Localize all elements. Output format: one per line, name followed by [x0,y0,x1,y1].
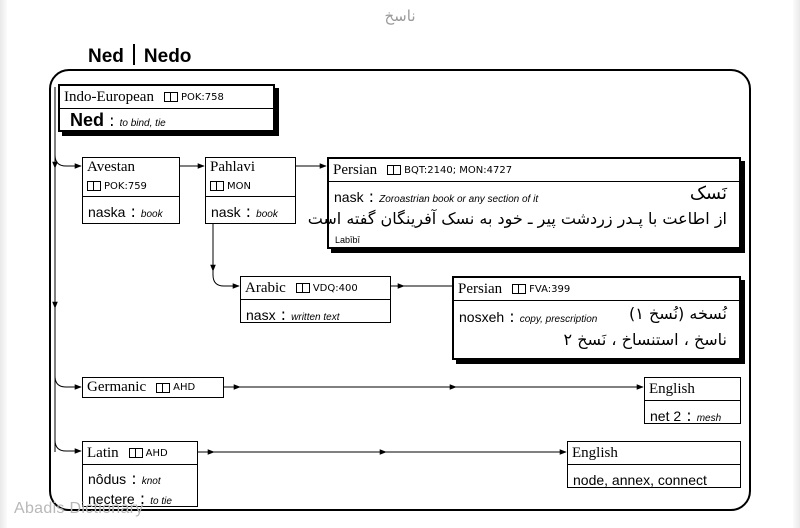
source-ref: POK:759 [104,180,147,192]
word-entry-1: nôdus [88,471,127,487]
box-body-line-1: nôdus : knot [88,469,161,488]
box-pahlavi: Pahlavi MON nask : book [205,157,296,224]
book-icon [163,92,178,102]
box-persian-1: Persian BQT:2140; MON:4727 nask : Zoroast… [308,157,741,249]
box-avestan: Avestan POK:759 naska : book [82,157,180,224]
source-row: POK:759 [83,176,179,197]
language-label: English [572,444,618,461]
box-latin: Latin AHD nôdus : knot nectere : to tie [82,441,198,508]
arrow-pahlavi-arabic [212,224,240,289]
diagram-frame [49,69,751,511]
book-icon [387,165,402,175]
word-entry: node, annex, connect [573,472,707,488]
language-label: Arabic [245,279,286,296]
root-title: Ned Nedo [88,44,191,68]
language-label: English [649,380,695,397]
persian-word: نَسک [689,183,727,204]
gloss-1: knot [141,476,161,487]
box-body-line-2: nectere : to tie [88,489,172,508]
source-ref: POK:758 [180,91,224,103]
root-word-entry: Ned [70,110,105,130]
word-entry: nasx [246,307,276,323]
persian-verse: از اطاعت با پـدر زردشت پیر ـ خود به نسک … [307,209,727,228]
box-body: Ned : to bind, tie [70,110,166,130]
box-header: Germanic AHD [83,378,223,397]
watermark: Abadis Dictionary [14,500,144,517]
box-english-2: English node, annex, connect [567,441,741,488]
gloss: written text [291,312,340,323]
gloss: book [256,209,278,220]
box-header: English [568,442,740,465]
source-ref: BQT:2140; MON:4727 [404,164,513,176]
word-entry: nask [211,204,241,220]
title-separator [132,44,135,65]
gloss: copy, prescription [519,314,598,325]
root-alt-word: Nedo [143,46,192,67]
box-body: nask : book [211,202,278,221]
box-header: English [645,378,740,401]
gloss: Zoroastrian book or any section of it [379,194,539,205]
book-icon [210,181,224,191]
root-word: Ned [88,46,124,67]
language-label: Avestan [87,158,136,175]
branch-avestan [54,154,82,169]
source-ref: MON [227,180,251,192]
gloss: book [140,209,163,220]
top-word: ناسخ [384,7,416,25]
book-icon [87,181,101,191]
box-header: Latin AHD [83,442,197,465]
box-header: Avestan [83,158,179,176]
branch-germanic [54,375,82,390]
language-label: Persian [333,161,378,178]
left-edge [0,0,7,528]
word-entry: naska [88,204,126,220]
box-header: Persian FVA:399 [454,278,739,301]
branch-latin [54,439,82,454]
language-label: Indo-European [64,88,154,105]
box-body: node, annex, connect [568,465,740,489]
gloss-2: to tie [150,496,172,507]
right-edge [793,0,800,528]
word-entry: nask [334,189,364,205]
box-body: nasx : written text [246,305,340,324]
verse-credit: Labībī [335,235,361,245]
word-entry: nosxeh [459,309,505,325]
box-body: nask : Zoroastrian book or any section o… [334,187,539,206]
box-body: nosxeh : copy, prescription [459,307,598,326]
book-icon [156,382,171,393]
box-body: naska : book [88,202,163,221]
box-header: Indo-European POK:758 [60,86,273,109]
box-header: Arabic VDQ:400 [241,277,390,300]
book-icon [512,284,527,294]
language-label: Persian [458,280,503,297]
gloss: mesh [696,413,722,424]
persian-word: نُسخه (نُسخ ۱) [629,304,727,323]
book-icon [128,448,143,458]
box-header: Persian BQT:2140; MON:4727 [329,159,739,182]
book-icon [295,283,310,293]
source-ref: VDQ:400 [312,282,358,294]
source-row: MON [206,176,295,197]
box-germanic: Germanic AHD [82,377,224,398]
word-entry: net 2 [650,408,682,424]
source-ref: AHD [145,447,168,459]
source-ref: FVA:399 [529,283,571,295]
language-label: Germanic [87,379,147,395]
box-arabic: Arabic VDQ:400 nasx : written text [240,276,391,324]
box-body: net 2 : mesh [650,406,722,425]
word-entry-2: nectere [88,491,135,507]
gloss: to bind, tie [119,118,166,129]
language-label: Latin [87,444,119,461]
box-indo-european: Indo-European POK:758 Ned : to bind, tie [58,84,275,132]
box-header: Pahlavi [206,158,295,176]
persian-derivatives: ناسخ ، استنساخ ، نَسخ ۲ [563,330,727,349]
source-ref: AHD [173,382,196,393]
language-label: Pahlavi [210,158,255,175]
box-english-1: English net 2 : mesh [644,377,741,425]
box-persian-2: Persian FVA:399 nosxeh : copy, prescripti… [452,276,741,360]
